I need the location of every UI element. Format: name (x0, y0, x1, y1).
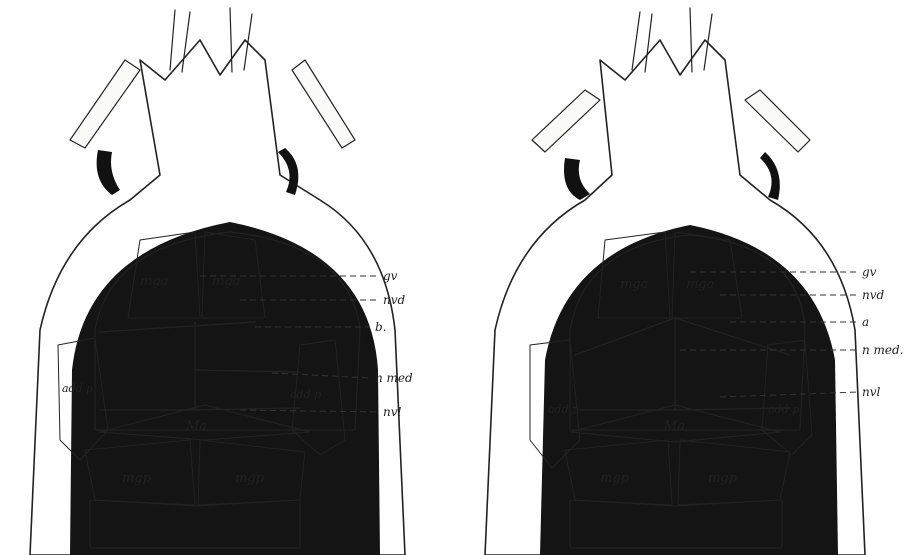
left-eye-right (278, 148, 298, 195)
right-label-mga-right: mga (686, 277, 714, 292)
right-label-mga-left: mga (620, 277, 648, 292)
left-label-mgp-right: mgp (235, 471, 265, 486)
right-callout-nvd: nvd (862, 288, 885, 302)
left-antennae (70, 8, 355, 148)
left-eye-left (97, 150, 120, 195)
right-label-addp-left: add p (548, 403, 579, 416)
left-label-mga-right: mga (212, 274, 240, 289)
left-label-mga-left: mga (140, 274, 168, 289)
right-eye-left (564, 158, 590, 200)
right-callout-gv: gv (862, 265, 877, 279)
left-label-mgp-left: mgp (122, 471, 152, 486)
left-callout-gv: gv (383, 269, 398, 283)
right-callout-nvl: nvl (862, 385, 881, 399)
right-label-addp-right: add p (768, 403, 799, 416)
right-panel (485, 8, 865, 555)
left-callout-nvd: nvd (383, 293, 406, 307)
right-callout-a: a (862, 315, 869, 329)
right-antennae (532, 8, 810, 152)
left-label-ma: Ma (185, 419, 207, 434)
left-callout-nmed: n med (375, 371, 413, 385)
right-label-mgp-left: mgp (600, 471, 630, 486)
left-callout-b: b. (375, 320, 387, 334)
right-eye-right (760, 152, 780, 200)
left-label-addp-left: add p (62, 382, 93, 395)
left-label-addp-right: add p (290, 388, 321, 401)
right-label-ma: Ma (663, 419, 685, 434)
left-callout-nvl: nvl (383, 405, 402, 419)
right-callout-nmed: n med. (862, 343, 904, 357)
right-label-mgp-right: mgp (708, 471, 738, 486)
